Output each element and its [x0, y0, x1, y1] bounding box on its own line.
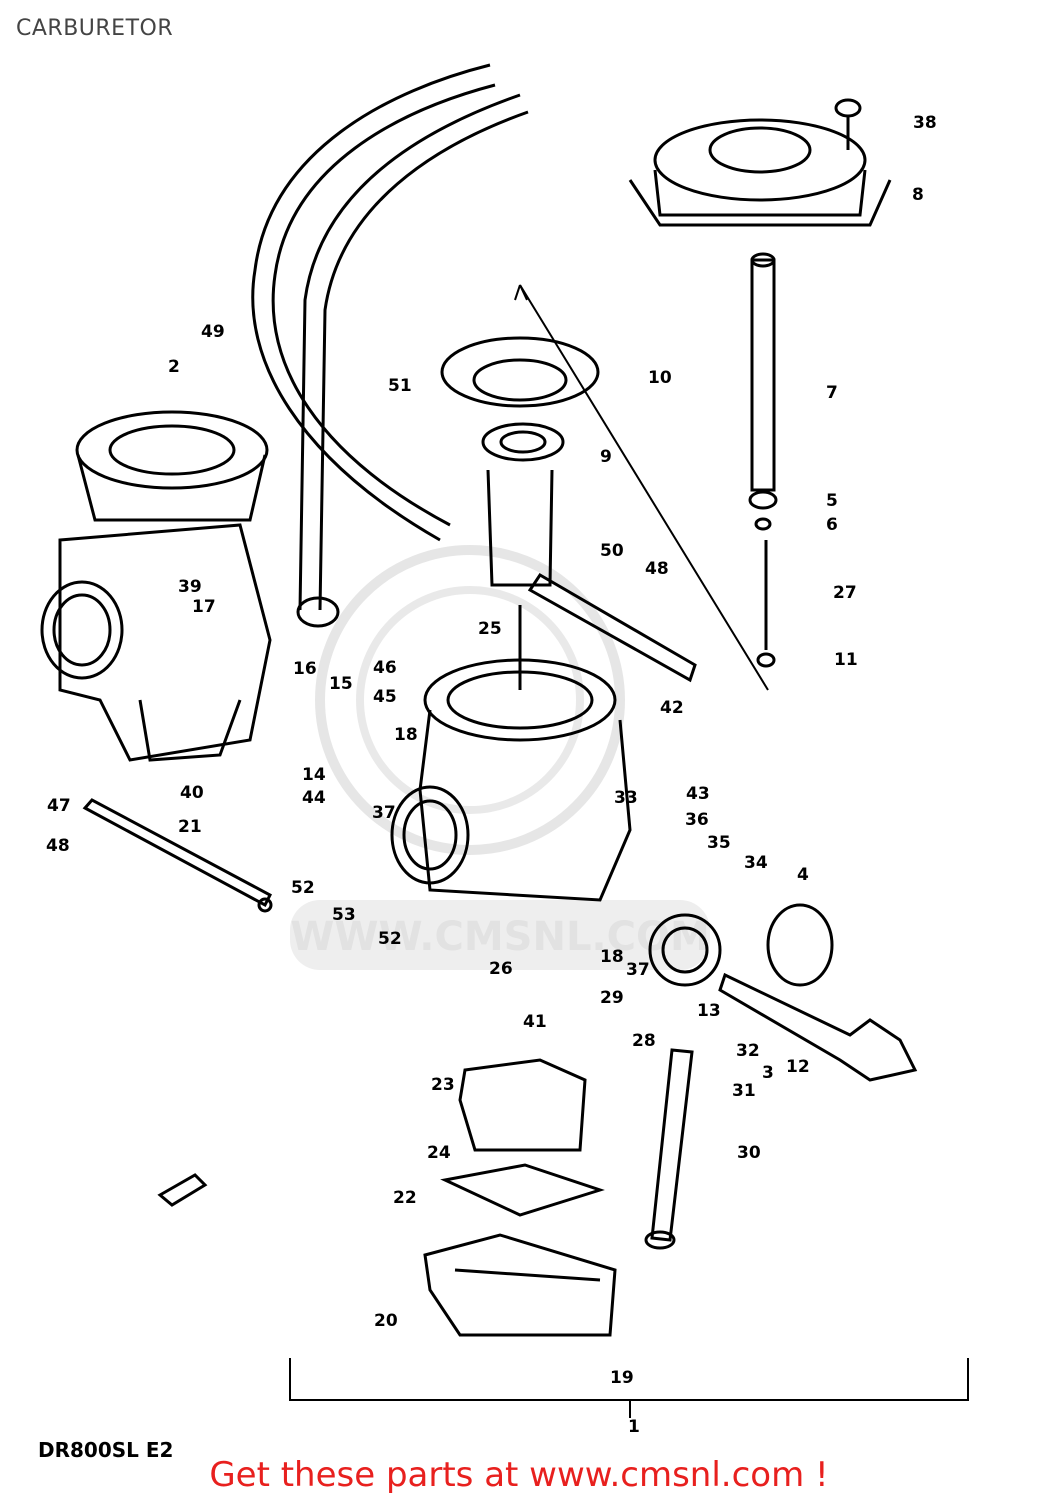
- assembly-bracket-1: [289, 1358, 969, 1418]
- washer-5: [748, 490, 778, 510]
- callout-29: 29: [600, 988, 624, 1008]
- callout-34: 34: [744, 853, 768, 873]
- callout-50: 50: [600, 541, 624, 561]
- callout-7: 7: [826, 383, 838, 403]
- callout-47: 47: [47, 796, 71, 816]
- callout-23: 23: [431, 1075, 455, 1095]
- callout-44: 44: [302, 788, 326, 808]
- callout-18: 18: [600, 947, 624, 967]
- callout-28: 28: [632, 1031, 656, 1051]
- callout-38: 38: [913, 113, 937, 133]
- top-cover: [628, 118, 892, 227]
- rod-47: [82, 798, 273, 913]
- callout-8: 8: [912, 185, 924, 205]
- callout-45: 45: [373, 687, 397, 707]
- callout-37: 37: [372, 803, 396, 823]
- callout-30: 30: [737, 1143, 761, 1163]
- callout-33: 33: [614, 788, 638, 808]
- diaphragm-cover-4: [766, 903, 834, 987]
- callout-5: 5: [826, 491, 838, 511]
- callout-31: 31: [732, 1081, 756, 1101]
- callout-26: 26: [489, 959, 513, 979]
- carburetor-assembly-left: [40, 410, 272, 762]
- callout-13: 13: [697, 1001, 721, 1021]
- callout-16: 16: [293, 659, 317, 679]
- callout-32: 32: [736, 1041, 760, 1061]
- bracket-50: [527, 572, 697, 683]
- model-code: DR800SL E2: [38, 1438, 174, 1462]
- ring-9: [481, 422, 565, 462]
- callout-27: 27: [833, 583, 857, 603]
- spring-13: [648, 913, 722, 987]
- callout-25: 25: [478, 619, 502, 639]
- clip-11: [756, 652, 776, 668]
- throttle-lever-12: [718, 972, 918, 1082]
- callout-19: 19: [610, 1368, 634, 1388]
- callout-4: 4: [797, 865, 809, 885]
- callout-14: 14: [302, 765, 326, 785]
- callout-10: 10: [648, 368, 672, 388]
- exploded-parts-diagram: WWW.CMSNL.COM: [40, 63, 969, 1437]
- callout-22: 22: [393, 1188, 417, 1208]
- callout-42: 42: [660, 698, 684, 718]
- callout-12: 12: [786, 1057, 810, 1077]
- callout-20: 20: [374, 1311, 398, 1331]
- callout-3: 3: [762, 1063, 774, 1083]
- page-title: CARBURETOR: [16, 16, 174, 41]
- screw-38: [834, 98, 862, 150]
- callout-37: 37: [626, 960, 650, 980]
- callout-52: 52: [291, 878, 315, 898]
- adjuster-screw-30: [644, 1048, 694, 1250]
- float-bowl: [423, 1233, 617, 1337]
- diaphragm-10: [440, 336, 600, 408]
- callout-40: 40: [180, 783, 204, 803]
- callout-17: 17: [192, 597, 216, 617]
- callout-53: 53: [332, 905, 356, 925]
- callout-35: 35: [707, 833, 731, 853]
- gasket-22: [440, 1163, 605, 1217]
- guide-line: [519, 284, 769, 691]
- callout-15: 15: [329, 674, 353, 694]
- callout-1: 1: [628, 1417, 640, 1437]
- piston-valve: [486, 469, 554, 587]
- washer-6: [754, 517, 772, 531]
- callout-36: 36: [685, 810, 709, 830]
- callout-41: 41: [523, 1012, 547, 1032]
- guide-arrow: [514, 284, 528, 301]
- callout-51: 51: [388, 376, 412, 396]
- callout-9: 9: [600, 447, 612, 467]
- callout-39: 39: [178, 577, 202, 597]
- callout-labels: 1234567891011121314151617181819202122232…: [46, 113, 937, 1437]
- callout-48: 48: [645, 559, 669, 579]
- carburetor-body-main: [390, 605, 632, 902]
- callout-11: 11: [834, 650, 858, 670]
- watermark: WWW.CMSNL.COM: [290, 545, 710, 970]
- callout-49: 49: [201, 322, 225, 342]
- call-to-action-link[interactable]: Get these parts at www.cmsnl.com !: [209, 1455, 829, 1495]
- hose-51: [296, 93, 529, 628]
- hose-49: [251, 63, 496, 542]
- callout-48: 48: [46, 836, 70, 856]
- callout-6: 6: [826, 515, 838, 535]
- callout-24: 24: [427, 1143, 451, 1163]
- float-assembly-23: [458, 1058, 587, 1152]
- callout-21: 21: [178, 817, 202, 837]
- small-clip: [157, 1173, 208, 1207]
- watermark-text: WWW.CMSNL.COM: [290, 914, 710, 960]
- callout-43: 43: [686, 784, 710, 804]
- callout-52: 52: [378, 929, 402, 949]
- callout-2: 2: [168, 357, 180, 377]
- callout-46: 46: [373, 658, 397, 678]
- jet-needle-7: [750, 252, 776, 492]
- callout-18: 18: [394, 725, 418, 745]
